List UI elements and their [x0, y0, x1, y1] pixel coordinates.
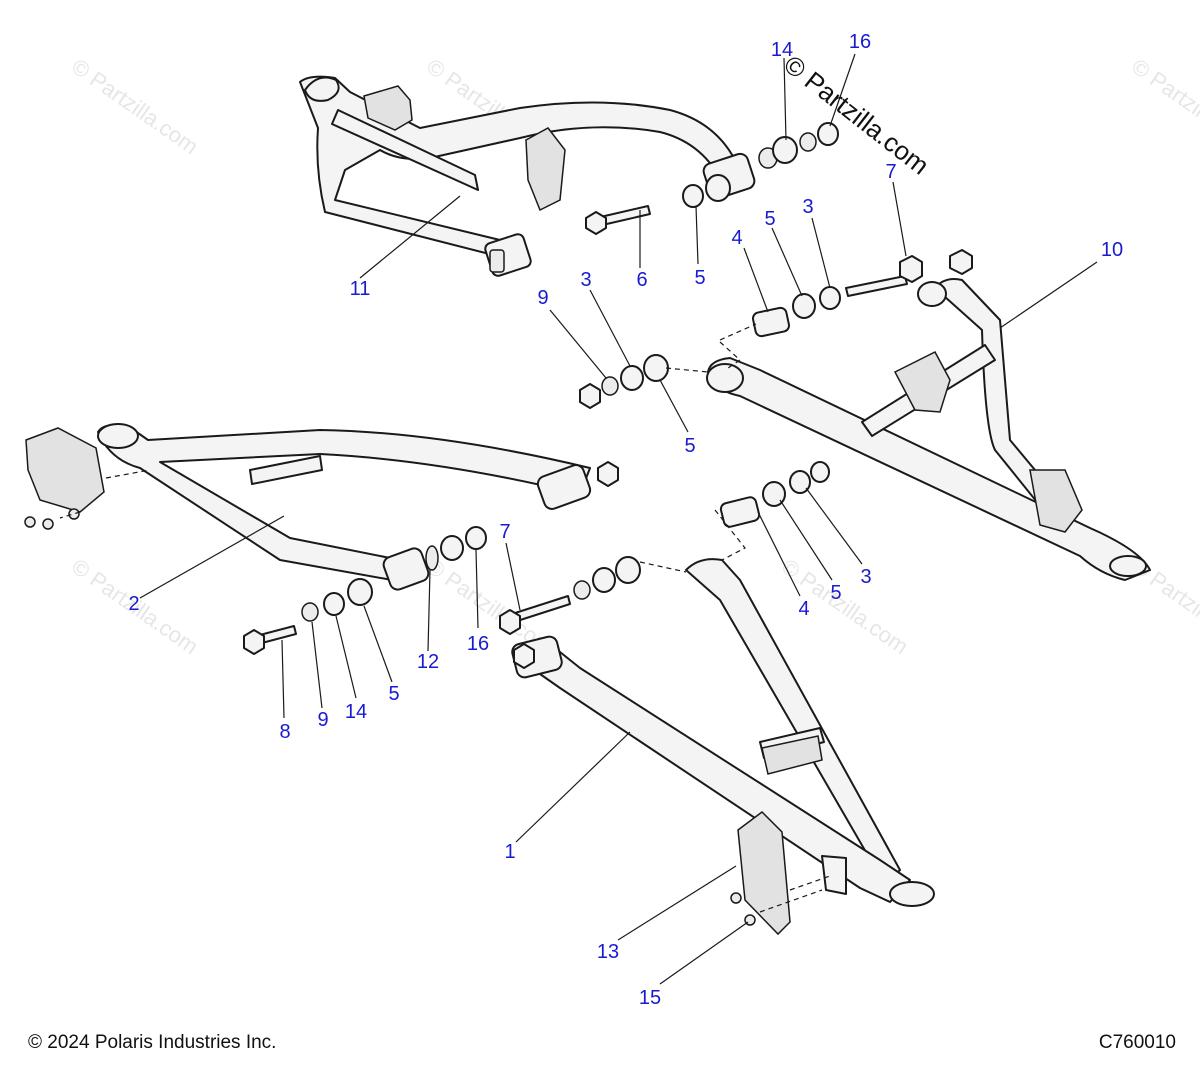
copyright-notice: © 2024 Polaris Industries Inc.: [28, 1032, 277, 1053]
hardware-stack-middle: [579, 354, 669, 409]
a-arm-upper-rear: [299, 75, 756, 277]
watermark-partzilla: © Partzilla.com: [778, 49, 935, 181]
callout-13: 13: [597, 941, 619, 963]
hardware-stack-left: [243, 526, 487, 655]
callout-5: 5: [388, 683, 399, 705]
a-arm-lower-rear: [511, 558, 935, 936]
callout-labels: 14 16 7 5 3 4 10 11 6 5 9 3 5 2 7 16 12 …: [128, 31, 1123, 1009]
callout-3: 3: [802, 196, 813, 218]
callout-15: 15: [639, 987, 661, 1009]
assembly-guide-lines: [59, 323, 831, 913]
callout-7: 7: [499, 521, 510, 543]
figure-id: C760010: [1098, 1032, 1176, 1053]
callout-5: 5: [684, 435, 695, 457]
callout-9: 9: [317, 709, 328, 731]
callout-11: 11: [350, 278, 371, 300]
callout-2: 2: [128, 593, 139, 615]
leader-lines: [139, 53, 1098, 985]
callout-14: 14: [771, 39, 793, 61]
callout-12: 12: [417, 651, 439, 673]
callout-3: 3: [860, 566, 871, 588]
callout-7: 7: [885, 161, 896, 183]
watermark-faint: © Partzilla.com: [67, 54, 203, 160]
callout-5: 5: [830, 582, 841, 604]
callout-9: 9: [537, 287, 548, 309]
callout-10: 10: [1101, 239, 1123, 261]
callout-16: 16: [467, 633, 489, 655]
callout-3: 3: [580, 269, 591, 291]
callout-6: 6: [636, 269, 647, 291]
callout-4: 4: [731, 227, 742, 249]
a-arm-upper-front-left: [24, 423, 619, 591]
callout-16: 16: [849, 31, 871, 53]
callout-14: 14: [345, 701, 367, 723]
watermark-faint: © Partzilla.com: [1127, 54, 1200, 160]
callout-8: 8: [279, 721, 290, 743]
callout-1: 1: [504, 841, 515, 863]
hardware-stack-top: [585, 122, 839, 235]
callout-4: 4: [798, 598, 809, 620]
callout-5: 5: [694, 267, 705, 289]
hardware-stack-center: [499, 461, 830, 635]
a-arm-lower-front-right: [706, 249, 1151, 581]
callout-5: 5: [764, 208, 775, 230]
